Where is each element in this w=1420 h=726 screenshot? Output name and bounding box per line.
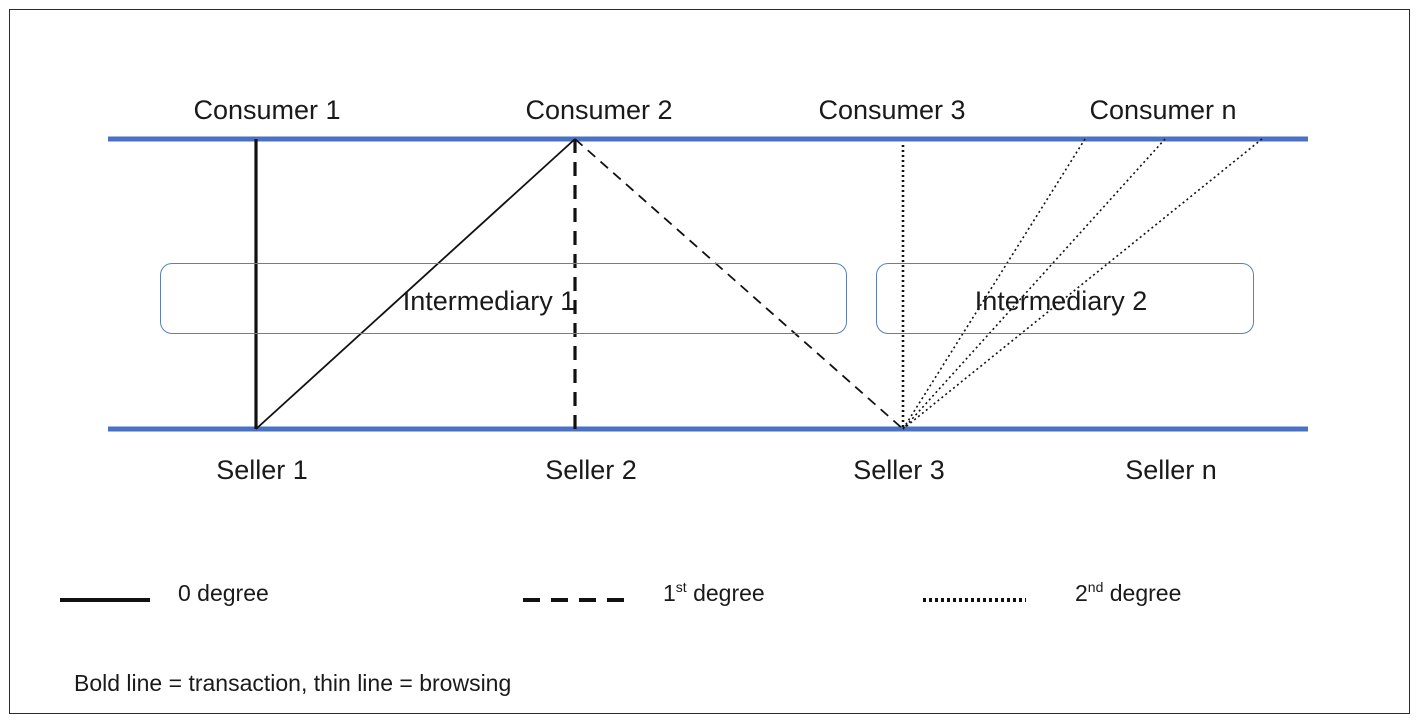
link-consumer2-seller1-browsing xyxy=(255,138,576,430)
consumer-2-label: Consumer 2 xyxy=(525,95,673,125)
intermediary-2-box xyxy=(876,263,1254,334)
link-consumer2-seller3-browsing xyxy=(574,138,904,430)
link-consumern-seller3-browsing-c xyxy=(902,138,1263,430)
seller-n-label: Seller n xyxy=(1125,455,1217,485)
diagram-frame xyxy=(9,9,1410,714)
intermediary-2-label: Intermediary 2 xyxy=(974,286,1148,316)
link-consumern-seller3-browsing-a xyxy=(902,138,1086,430)
consumer-3-label: Consumer 3 xyxy=(818,95,966,125)
intermediary-1-box xyxy=(160,263,847,334)
legend-label-1st-degree: 1st degree xyxy=(663,579,765,606)
seller-2-label: Seller 2 xyxy=(545,455,637,485)
intermediary-1-label: Intermediary 1 xyxy=(402,286,576,316)
legend-label-0-degree: 0 degree xyxy=(178,580,269,606)
link-consumern-seller3-browsing-b xyxy=(902,138,1166,430)
line-weight-footnote: Bold line = transaction, thin line = bro… xyxy=(74,670,512,696)
seller-3-label: Seller 3 xyxy=(853,455,945,485)
consumer-1-label: Consumer 1 xyxy=(193,95,341,125)
seller-1-label: Seller 1 xyxy=(216,455,308,485)
consumer-n-label: Consumer n xyxy=(1089,95,1237,125)
legend-label-2nd-degree: 2nd degree xyxy=(1075,579,1182,606)
